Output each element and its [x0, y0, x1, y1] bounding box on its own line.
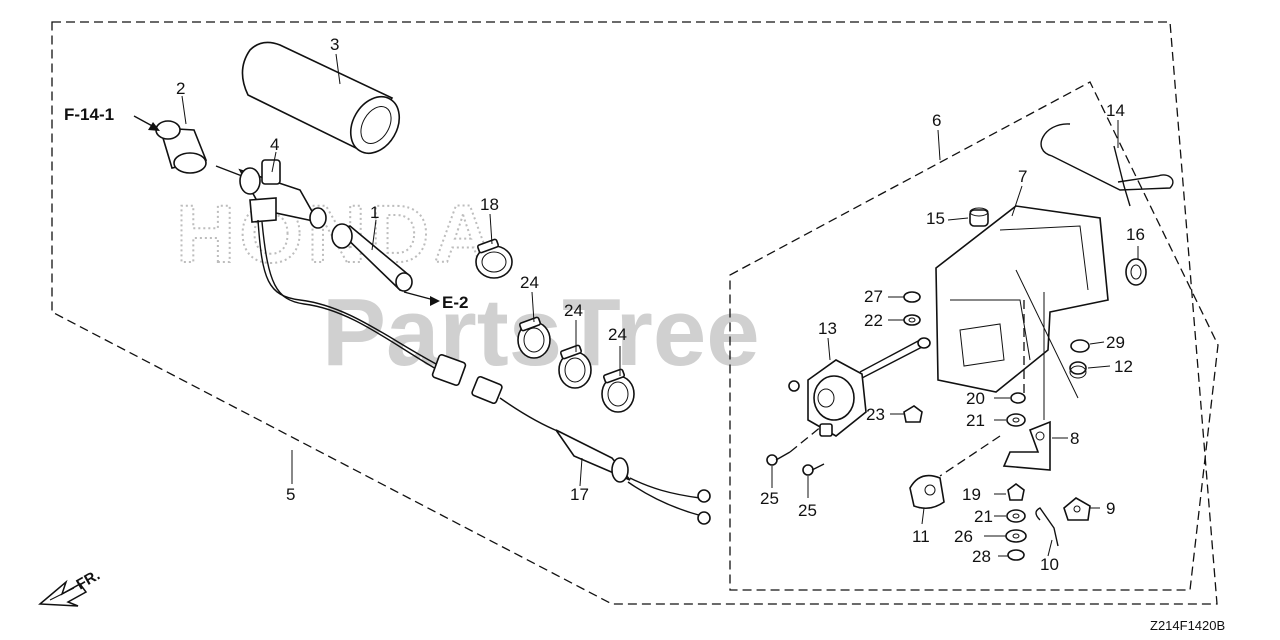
part-nut-27[interactable] [903, 291, 921, 303]
callout-13: 13 [818, 319, 837, 338]
callout-29: 29 [1106, 333, 1125, 352]
part-washer-21b[interactable] [1006, 509, 1026, 523]
part-clamp-c[interactable] [601, 368, 635, 413]
part-wire-harness[interactable] [257, 219, 467, 387]
callout-15: 15 [926, 209, 945, 228]
part-terminal-cable[interactable] [471, 375, 711, 525]
callout-24a: 24 [520, 273, 539, 292]
part-washer-26[interactable] [1005, 529, 1027, 543]
callout-24c: 24 [608, 325, 627, 344]
callout-6: 6 [932, 111, 941, 130]
part-small-bracket[interactable] [1002, 420, 1051, 471]
callout-9: 9 [1106, 499, 1115, 518]
part-washer-20[interactable] [1010, 392, 1026, 404]
part-screw-25a[interactable] [766, 451, 791, 466]
part-nut-23[interactable] [903, 405, 923, 423]
callout-5: 5 [286, 485, 295, 504]
assembly-boundary [51, 21, 1218, 605]
part-clamp-large[interactable] [475, 238, 513, 279]
part-spring-12[interactable] [1069, 361, 1087, 379]
part-wire-spring[interactable] [1040, 123, 1174, 207]
callout-27: 27 [864, 287, 883, 306]
part-nut-9[interactable] [1063, 497, 1091, 521]
front-arrow-icon [38, 579, 88, 607]
ref-arrow-right [403, 291, 440, 306]
callout-26: 26 [954, 527, 973, 546]
subassembly-boundary [729, 81, 1219, 591]
callout-10: 10 [1040, 555, 1059, 574]
callout-14: 14 [1106, 101, 1125, 120]
part-screw-25b[interactable] [802, 463, 825, 476]
part-nut-19[interactable] [1007, 483, 1025, 501]
ref-label-left: F-14-1 [64, 105, 114, 124]
callout-21b: 21 [974, 507, 993, 526]
ref-label-right: E-2 [442, 293, 468, 312]
part-clip[interactable] [909, 474, 945, 510]
part-nut-28[interactable] [1007, 549, 1025, 561]
callout-2: 2 [176, 79, 185, 98]
part-hook[interactable] [1035, 507, 1059, 547]
part-washer-22[interactable] [903, 314, 921, 326]
callout-19: 19 [962, 485, 981, 504]
callout-17: 17 [570, 485, 589, 504]
callout-3: 3 [330, 35, 339, 54]
callout-4: 4 [270, 135, 279, 154]
callout-24b: 24 [564, 301, 583, 320]
callout-1: 1 [370, 203, 379, 222]
callout-20: 20 [966, 389, 985, 408]
part-short-tube[interactable] [331, 223, 413, 292]
callout-8: 8 [1070, 429, 1079, 448]
callout-16: 16 [1126, 225, 1145, 244]
part-clamp-a[interactable] [517, 316, 551, 359]
part-switch-body[interactable] [215, 159, 327, 229]
part-sensor-unit[interactable] [788, 337, 931, 437]
callout-25a: 25 [760, 489, 779, 508]
part-washer-21a[interactable] [1006, 413, 1026, 427]
callout-28: 28 [972, 547, 991, 566]
callout-23: 23 [866, 405, 885, 424]
ref-arrow-left [133, 115, 160, 131]
part-control-bracket[interactable] [935, 205, 1109, 399]
callout-21a: 21 [966, 411, 985, 430]
callout-7: 7 [1018, 167, 1027, 186]
callout-12: 12 [1114, 357, 1133, 376]
callout-18: 18 [480, 195, 499, 214]
part-grommet-16[interactable] [1125, 258, 1147, 286]
diagram-code: Z214F1420B [1150, 618, 1225, 633]
part-grommet-15[interactable] [969, 207, 989, 227]
part-nut-29[interactable] [1070, 339, 1090, 353]
callout-11: 11 [912, 527, 930, 546]
callout-22: 22 [864, 311, 883, 330]
part-grip-collar[interactable] [155, 120, 208, 174]
callout-25b: 25 [798, 501, 817, 520]
part-sleeve-tube[interactable] [241, 41, 409, 162]
part-clamp-b[interactable] [558, 344, 592, 389]
leader-lines [181, 53, 1139, 557]
